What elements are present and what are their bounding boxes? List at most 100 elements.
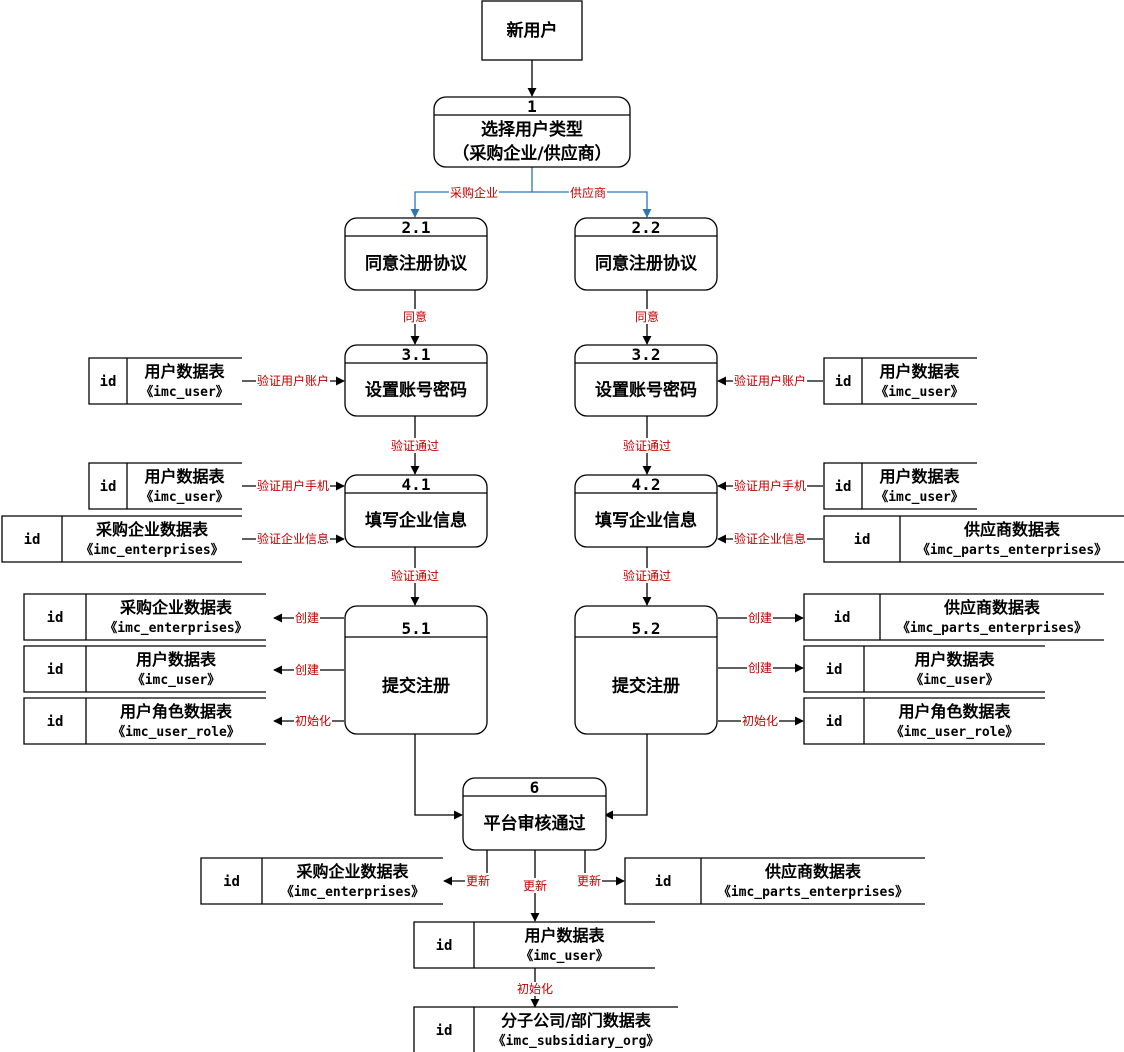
entity-label: 新用户 [507,20,558,41]
datastore-outline [88,357,242,405]
datastore-name: 用户数据表 [136,650,217,669]
flow-label-bg [746,661,774,675]
process-box [574,605,718,735]
process-title: 同意注册协议 [365,253,468,274]
datastore-id: id [47,714,64,730]
flow-label-verify_enterprise: 验证企业信息 [732,531,808,546]
flow-label-init: 初始化 [740,714,780,728]
datastore-outline [413,921,655,969]
flow-label-bg [621,568,673,583]
flow-label-text: 验证企业信息 [257,531,329,546]
flow-label-bg [515,982,555,996]
datastore-id: id [835,374,852,390]
process-number: 1 [527,97,537,116]
flow-label-text: 更新 [523,878,547,893]
datastore-name: 采购企业数据表 [95,520,209,539]
datastore-id: id [100,479,117,495]
process-box [344,605,488,735]
flow-label-text: 验证通过 [623,568,671,583]
datastore-name: 采购企业数据表 [295,862,409,881]
flow-label-verified: 验证通过 [389,438,441,453]
flow-label-bg [732,531,808,546]
flow-label-bg [293,611,321,625]
flow-label-bg [740,714,780,728]
flow-label-bg [389,568,441,583]
datastore-id: id [655,874,672,890]
datastore-table: 《imc_user_role》 [891,724,1019,740]
process-number: 4.1 [402,475,431,494]
flow-p52-to-p6 [604,734,648,820]
flow-label-verify_phone: 验证用户手机 [732,478,808,493]
datastore-id: id [436,938,453,954]
datastore-outline [823,462,977,510]
datastore-outline [823,515,1124,563]
flow-label-init: 初始化 [515,982,555,996]
flow-label-text: 验证用户账户 [734,373,806,388]
flow-label-agree: 同意 [633,309,661,324]
flow-label-update: 更新 [464,873,492,888]
flow-label-verified: 验证通过 [621,438,673,453]
process-title: 同意注册协议 [595,253,698,274]
flow-label-verify_account: 验证用户账户 [732,373,808,388]
process-number: 2.2 [632,218,661,237]
datastore-name: 用户角色数据表 [120,702,233,721]
flow-label-text: 采购企业 [450,185,498,200]
flow-label-text: 初始化 [517,982,553,996]
flow-label-agree: 同意 [401,309,429,324]
datastore-outline [413,1006,678,1052]
datastore-table: 《imc_user》 [132,672,221,688]
datastore-table: 《imc_enterprises》 [80,542,223,558]
flow-label-bg [293,663,321,677]
flow-label-text: 初始化 [295,714,331,728]
datastore-id: id [826,662,843,678]
datastore-id: id [24,532,41,548]
flow-label-text: 创建 [295,611,319,625]
flow-label-text: 初始化 [742,714,778,728]
datastore-table: 《imc_parts_enterprises》 [917,542,1107,558]
entity-new-user: 新用户 [481,0,583,61]
process-title: 选择用户类型 [481,119,583,140]
datastore-outline [1,515,242,563]
datastore-name: 用户数据表 [144,362,225,381]
process-number: 6 [530,778,540,797]
datastore-table: 《imc_user》 [520,948,609,964]
flow-label-bg [255,478,331,493]
flow-label-bg [293,714,333,728]
flow-label-text: 验证企业信息 [734,531,806,546]
flow-label-text: 更新 [466,873,490,888]
datastore-outline [624,857,925,905]
process-title: 提交注册 [612,676,680,697]
flow-label-create: 创建 [293,611,321,625]
flow-label-bg [448,185,500,200]
datastore-outline [23,593,266,641]
process-title: 填写企业信息 [365,510,467,531]
flow-label-buyer: 采购企业 [448,185,500,200]
datastore-table: 《imc_enterprises》 [281,884,424,900]
flow-label-text: 创建 [748,661,772,675]
flow-label-text: 验证用户手机 [734,478,806,493]
flow-label-bg [575,873,603,888]
process-title: 填写企业信息 [595,510,697,531]
datastore-id: id [826,714,843,730]
datastores: id用户数据表《imc_user》id用户数据表《imc_user》id采购企业… [1,357,1124,1052]
datastore-outline [803,697,1045,745]
flow-label-bg [633,309,661,324]
datastore-table: 《imc_parts_enterprises》 [897,620,1087,636]
flow-label-bg [464,873,492,888]
process-number: 3.1 [402,345,431,364]
datastore-table: 《imc_user》 [140,384,229,400]
flow-label-bg [732,373,808,388]
datastore-outline [823,357,977,405]
process-title: 设置账号密码 [595,380,697,401]
